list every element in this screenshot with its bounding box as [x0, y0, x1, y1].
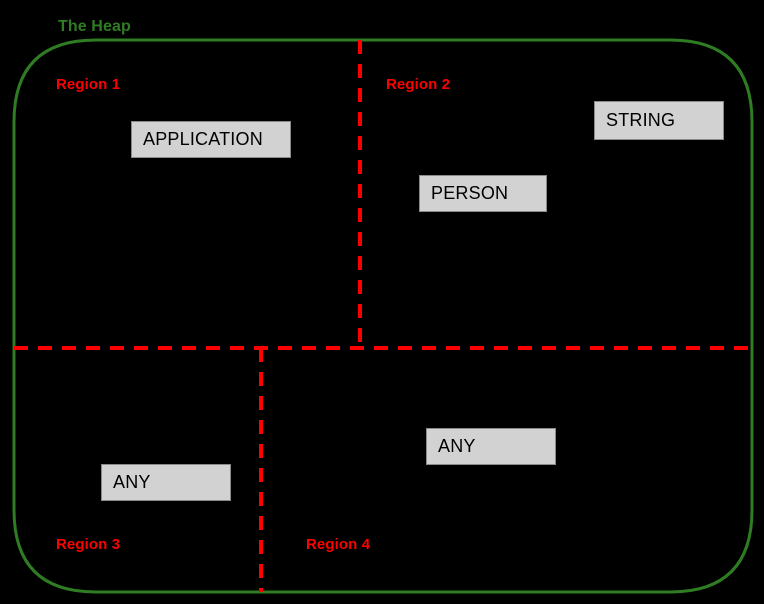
region-label-1: Region 1: [56, 76, 121, 93]
region-label-4: Region 4: [306, 536, 371, 553]
node-box-application[interactable]: APPLICATION: [131, 121, 291, 158]
node-box-person[interactable]: PERSON: [419, 175, 547, 212]
node-box-any-region4[interactable]: ANY: [426, 428, 556, 465]
node-box-string[interactable]: STRING: [594, 101, 724, 140]
node-box-any-region3[interactable]: ANY: [101, 464, 231, 501]
heap-boundary: [12, 38, 754, 594]
heap-title: The Heap: [58, 18, 131, 35]
region-label-2: Region 2: [386, 76, 451, 93]
region-label-3: Region 3: [56, 536, 121, 553]
